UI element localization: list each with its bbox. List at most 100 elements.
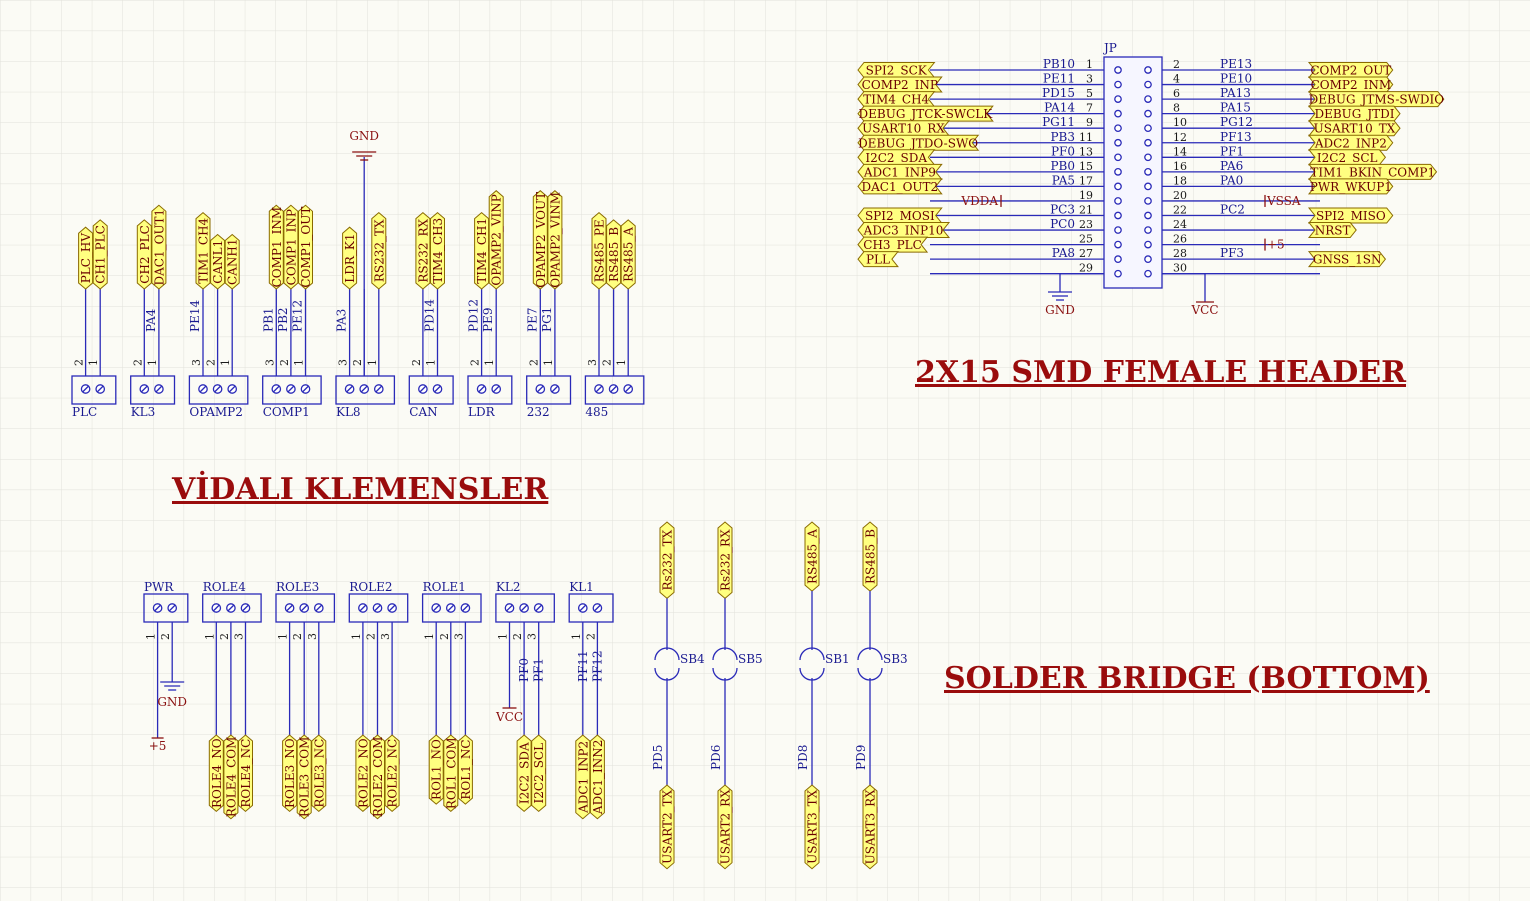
gnd-label: GND xyxy=(1045,303,1075,317)
terminal-block-body xyxy=(71,375,117,405)
net-label-tag xyxy=(531,734,547,813)
net-label-text: LDR_K1 xyxy=(343,233,357,282)
pin-number: 2 xyxy=(438,633,451,640)
net-label-tag xyxy=(589,734,605,820)
port-label: PB10 xyxy=(1043,57,1075,71)
solder-bridge-pad xyxy=(712,647,738,661)
net-label-tag xyxy=(857,251,899,268)
screw-slot xyxy=(300,604,308,612)
header-pin-socket xyxy=(1114,153,1122,162)
pin-number: 3 xyxy=(586,359,599,366)
port-label: PB2 xyxy=(276,307,290,332)
net-label-text: ROLE4_NC xyxy=(239,739,253,808)
net-label-tag xyxy=(298,204,313,290)
net-label-tag xyxy=(1307,91,1445,108)
net-label-tag xyxy=(717,521,733,600)
net-label-text: COMP1_INM xyxy=(270,207,284,288)
net-label-tag xyxy=(659,784,675,870)
net-label-text: ROLE2_COM xyxy=(371,737,385,818)
port-label: PC3 xyxy=(1050,203,1075,217)
pin-number: 5 xyxy=(1086,87,1093,100)
net-label-text: COMP2_INM xyxy=(1311,78,1392,92)
net-label-text: Rs232_TX xyxy=(661,529,675,590)
header-pin-socket xyxy=(1144,168,1152,176)
net-label-text: OPAMP2_VINP xyxy=(490,194,504,285)
terminal-block-name: ROLE4 xyxy=(203,580,247,594)
net-label-tag xyxy=(428,734,444,805)
terminal-block-name: CAN xyxy=(409,405,437,419)
net-label-tag xyxy=(516,734,532,813)
net-label-text: DAC1_OUT1 xyxy=(152,209,166,286)
screw-slot xyxy=(535,604,543,612)
pin-number: 1 xyxy=(146,359,159,366)
net-label-text: RS485_A xyxy=(622,227,636,282)
port-label: PA3 xyxy=(335,309,349,332)
net-label-text: RS485_A xyxy=(806,529,820,584)
vcc-label: VCC xyxy=(495,710,523,724)
terminal-block-name: LDR xyxy=(468,405,496,419)
pin-number: 29 xyxy=(1079,262,1093,275)
net-label-text: ROL1_NO xyxy=(430,739,444,800)
net-label-tag xyxy=(136,219,152,290)
port-label: PF3 xyxy=(1220,246,1244,260)
net-label-text: ROLE3_NO xyxy=(283,738,297,808)
net-label-tag xyxy=(384,734,400,813)
net-label-tag xyxy=(268,204,284,290)
header-pin-socket xyxy=(1144,95,1152,103)
pin-number: 2 xyxy=(218,633,231,640)
net-label-tag xyxy=(224,233,240,290)
net-label-text: RS485_PE xyxy=(593,219,607,282)
screw-terminals-bottom-section: PWR1+52GNDROLE41ROLE4_NO2ROLE4_COM3ROLE4… xyxy=(143,580,614,820)
net-label-text: SPI2_MOSI xyxy=(865,209,935,223)
pin-number: 1 xyxy=(570,633,583,640)
klemens-section-title: VİDALI KLEMENSLER xyxy=(171,470,549,507)
terminal-block-name: KL1 xyxy=(569,580,594,594)
pin-number: 1 xyxy=(497,633,510,640)
port-label: PF1 xyxy=(1220,144,1244,158)
net-label-tag xyxy=(862,784,878,870)
net-label-text: TIM1_BKIN_COMP1 xyxy=(1310,165,1435,179)
screw-slot xyxy=(579,604,587,612)
header-pin-socket xyxy=(1114,240,1122,249)
net-label-text: OPAMP2_VINM xyxy=(548,192,562,288)
pin-number: 6 xyxy=(1173,87,1180,100)
net-label-text: USART2_RX xyxy=(719,789,733,864)
terminal-block-body xyxy=(467,375,513,405)
net-label-text: DAC1_OUT2 xyxy=(861,180,938,194)
terminal-block-body xyxy=(335,375,396,405)
net-label-text: TIM4_CH1 xyxy=(475,218,489,284)
net-label-text: CH1_PLC xyxy=(94,225,108,284)
terminal-block-name: COMP1 xyxy=(263,405,310,419)
net-label-text: TIM1_CH4 xyxy=(197,217,211,283)
pin-number: 22 xyxy=(1173,204,1187,217)
terminal-block-body xyxy=(568,593,614,623)
pin-number: 2 xyxy=(511,633,524,640)
screw-slot xyxy=(302,385,309,393)
header-pin-socket xyxy=(1114,211,1122,220)
header-pin-socket xyxy=(1144,197,1152,205)
screw-slot xyxy=(228,385,236,393)
header-pin-socket xyxy=(1114,138,1122,147)
net-label-tag xyxy=(857,178,943,195)
solder-bridge-name: SB3 xyxy=(883,652,908,666)
header-pin-socket xyxy=(1144,226,1152,234)
net-label-text: ROLE3_NC xyxy=(312,739,326,808)
header-pin-socket xyxy=(1114,66,1122,74)
screw-slot xyxy=(551,385,559,393)
pin-number: 18 xyxy=(1173,174,1187,187)
net-label-text: CH3_PLC xyxy=(863,238,922,252)
terminal-block-name: ROLE3 xyxy=(276,580,319,594)
screw-slot xyxy=(155,385,163,393)
header-pin-socket xyxy=(1144,255,1152,263)
screw-slot xyxy=(359,604,367,612)
net-label-text: DEBUG_JTCK-SWCLK xyxy=(859,107,994,121)
net-label-text: ADC1_INP2 xyxy=(576,741,590,814)
port-label: PC0 xyxy=(1050,217,1075,231)
screw-slot xyxy=(212,604,220,612)
plus5-label: +5 xyxy=(149,739,167,753)
header-pin-socket xyxy=(1144,80,1152,89)
solder-bridge-pad xyxy=(857,647,883,661)
net-label-tag xyxy=(1307,251,1387,268)
header-pin-socket xyxy=(1114,182,1122,191)
terminal-block-name: ROLE2 xyxy=(349,580,392,594)
